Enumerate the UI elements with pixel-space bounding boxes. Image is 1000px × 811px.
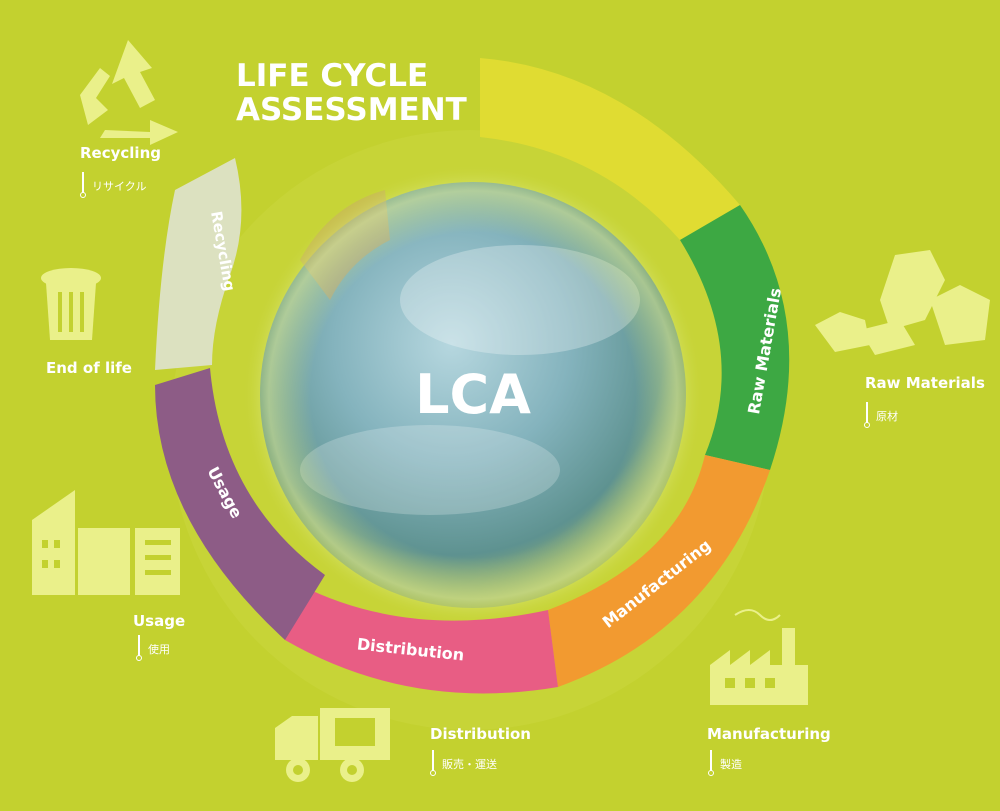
side-label-end-of-life: End of life [46, 359, 132, 377]
side-label-manufacturing: Manufacturing [707, 725, 831, 743]
recycle-icon [80, 40, 178, 145]
segment-distribution [285, 585, 558, 694]
side-label-usage: Usage [133, 612, 186, 630]
segment-recycling [155, 158, 242, 370]
factory-icon [710, 609, 808, 705]
side-sub-manufacturing: 製造 [708, 750, 742, 776]
truck-icon [275, 708, 390, 782]
side-sub-usage: 使用 [136, 635, 170, 661]
segment-raw-materials [680, 205, 790, 470]
segment-usage [155, 368, 325, 640]
side-sub-distribution: 販売・運送 [430, 750, 497, 776]
rocks-icon [815, 250, 990, 355]
segment-manufacturing [548, 455, 770, 687]
side-label-distribution: Distribution [430, 725, 531, 743]
title-line-1: LIFE CYCLE [236, 58, 429, 94]
center-label: LCA [415, 363, 531, 426]
side-sub-raw-materials: 原材 [864, 402, 898, 428]
earth-halo [241, 163, 705, 627]
side-label-raw-materials: Raw Materials [865, 374, 985, 392]
segment-top [480, 58, 740, 240]
trash-can-icon [41, 268, 101, 340]
side-sub-recycling: リサイクル [79, 172, 146, 198]
title-line-2: ASSESSMENT [236, 92, 467, 128]
buildings-icon [32, 490, 180, 595]
side-label-recycling: Recycling [80, 144, 161, 162]
